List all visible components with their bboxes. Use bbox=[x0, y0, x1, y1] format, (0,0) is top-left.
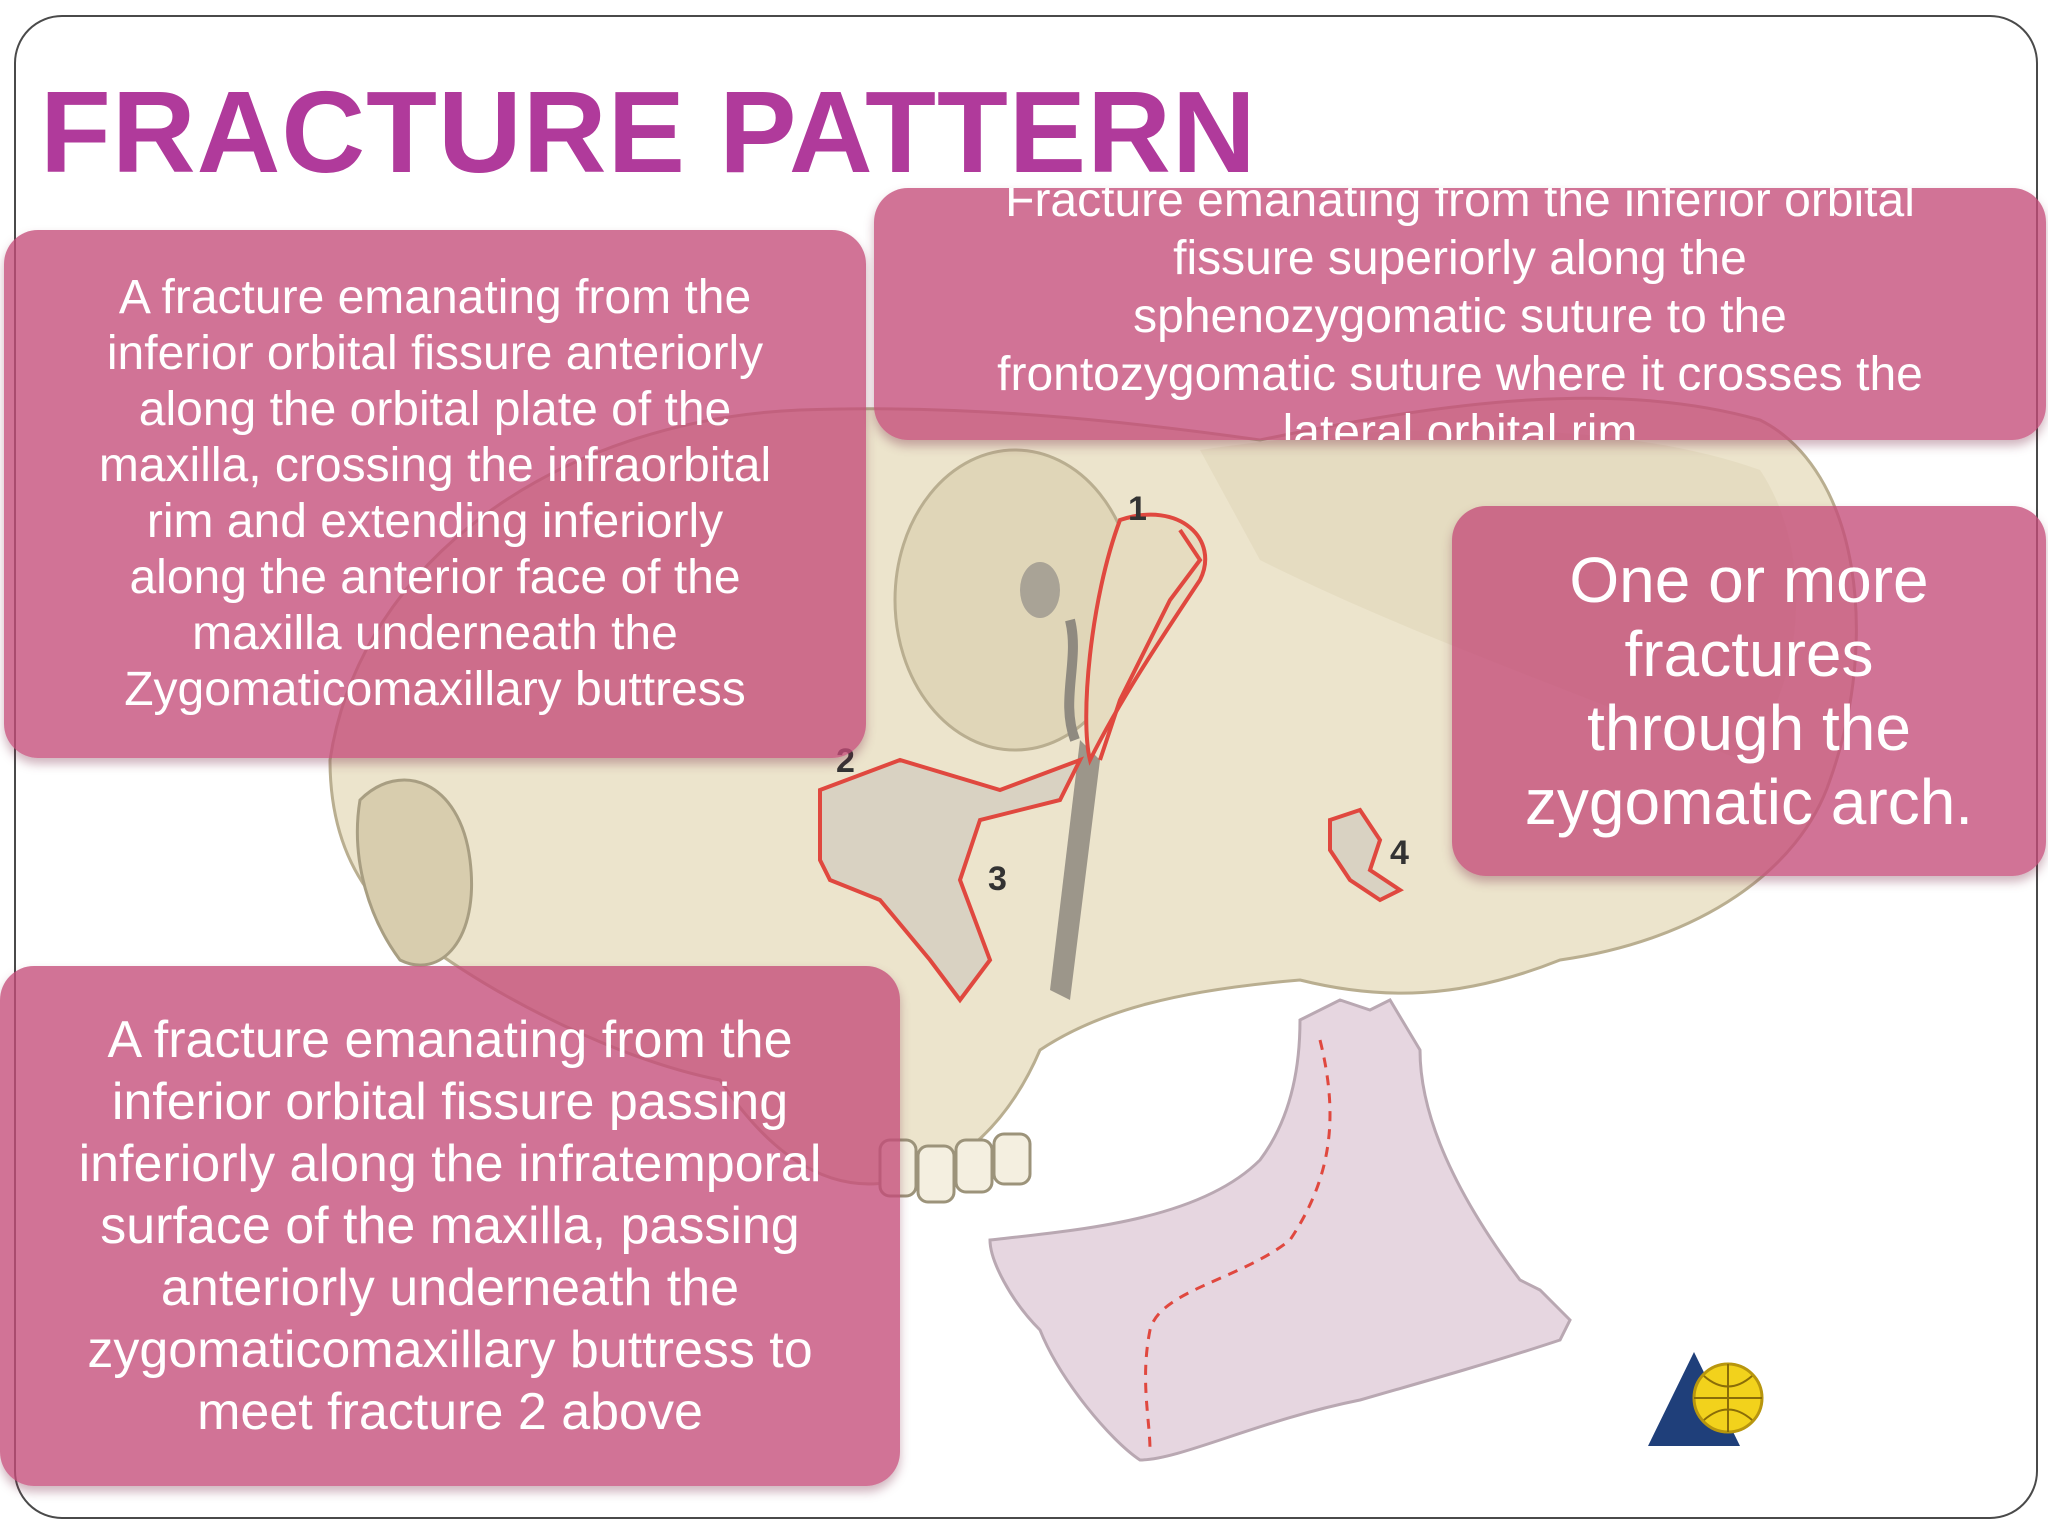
inferior-orbital-fissure bbox=[1064, 618, 1080, 742]
mandible-fragment bbox=[988, 998, 1572, 1462]
callout-fracture-1-text: Fracture emanating from the inferior orb… bbox=[997, 188, 1923, 440]
mandible-dashed-line bbox=[1144, 1039, 1332, 1451]
orbit-fissure bbox=[1020, 562, 1060, 618]
fracture-label-1: 1 bbox=[1128, 490, 1147, 528]
fracture-label-3: 3 bbox=[988, 860, 1007, 898]
callout-fracture-3-text: A fracture emanating from the inferior o… bbox=[78, 1011, 822, 1441]
zygomatic-arch-fracture bbox=[1328, 807, 1404, 903]
callout-fracture-4-text: One or more fractures through the zygoma… bbox=[1524, 544, 1974, 838]
callout-fracture-1: Fracture emanating from the inferior orb… bbox=[874, 188, 2046, 440]
pterygoid-plate bbox=[1050, 740, 1100, 1000]
callout-fracture-4: One or more fractures through the zygoma… bbox=[1452, 506, 2046, 876]
fracture-label-4: 4 bbox=[1390, 834, 1409, 872]
nasal-aperture bbox=[355, 778, 473, 967]
maxilla-fracture-region bbox=[818, 756, 1085, 1004]
fracture-line-1 bbox=[1098, 528, 1203, 761]
callout-fracture-2-text: A fracture emanating from the inferior o… bbox=[98, 271, 772, 716]
slide-title: FRACTURE PATTERN bbox=[40, 67, 1257, 197]
zygomatic-body bbox=[1084, 512, 1208, 766]
callout-fracture-2: A fracture emanating from the inferior o… bbox=[4, 230, 866, 758]
publisher-logo-icon bbox=[1648, 1352, 1764, 1446]
callout-fracture-3: A fracture emanating from the inferior o… bbox=[0, 966, 900, 1486]
